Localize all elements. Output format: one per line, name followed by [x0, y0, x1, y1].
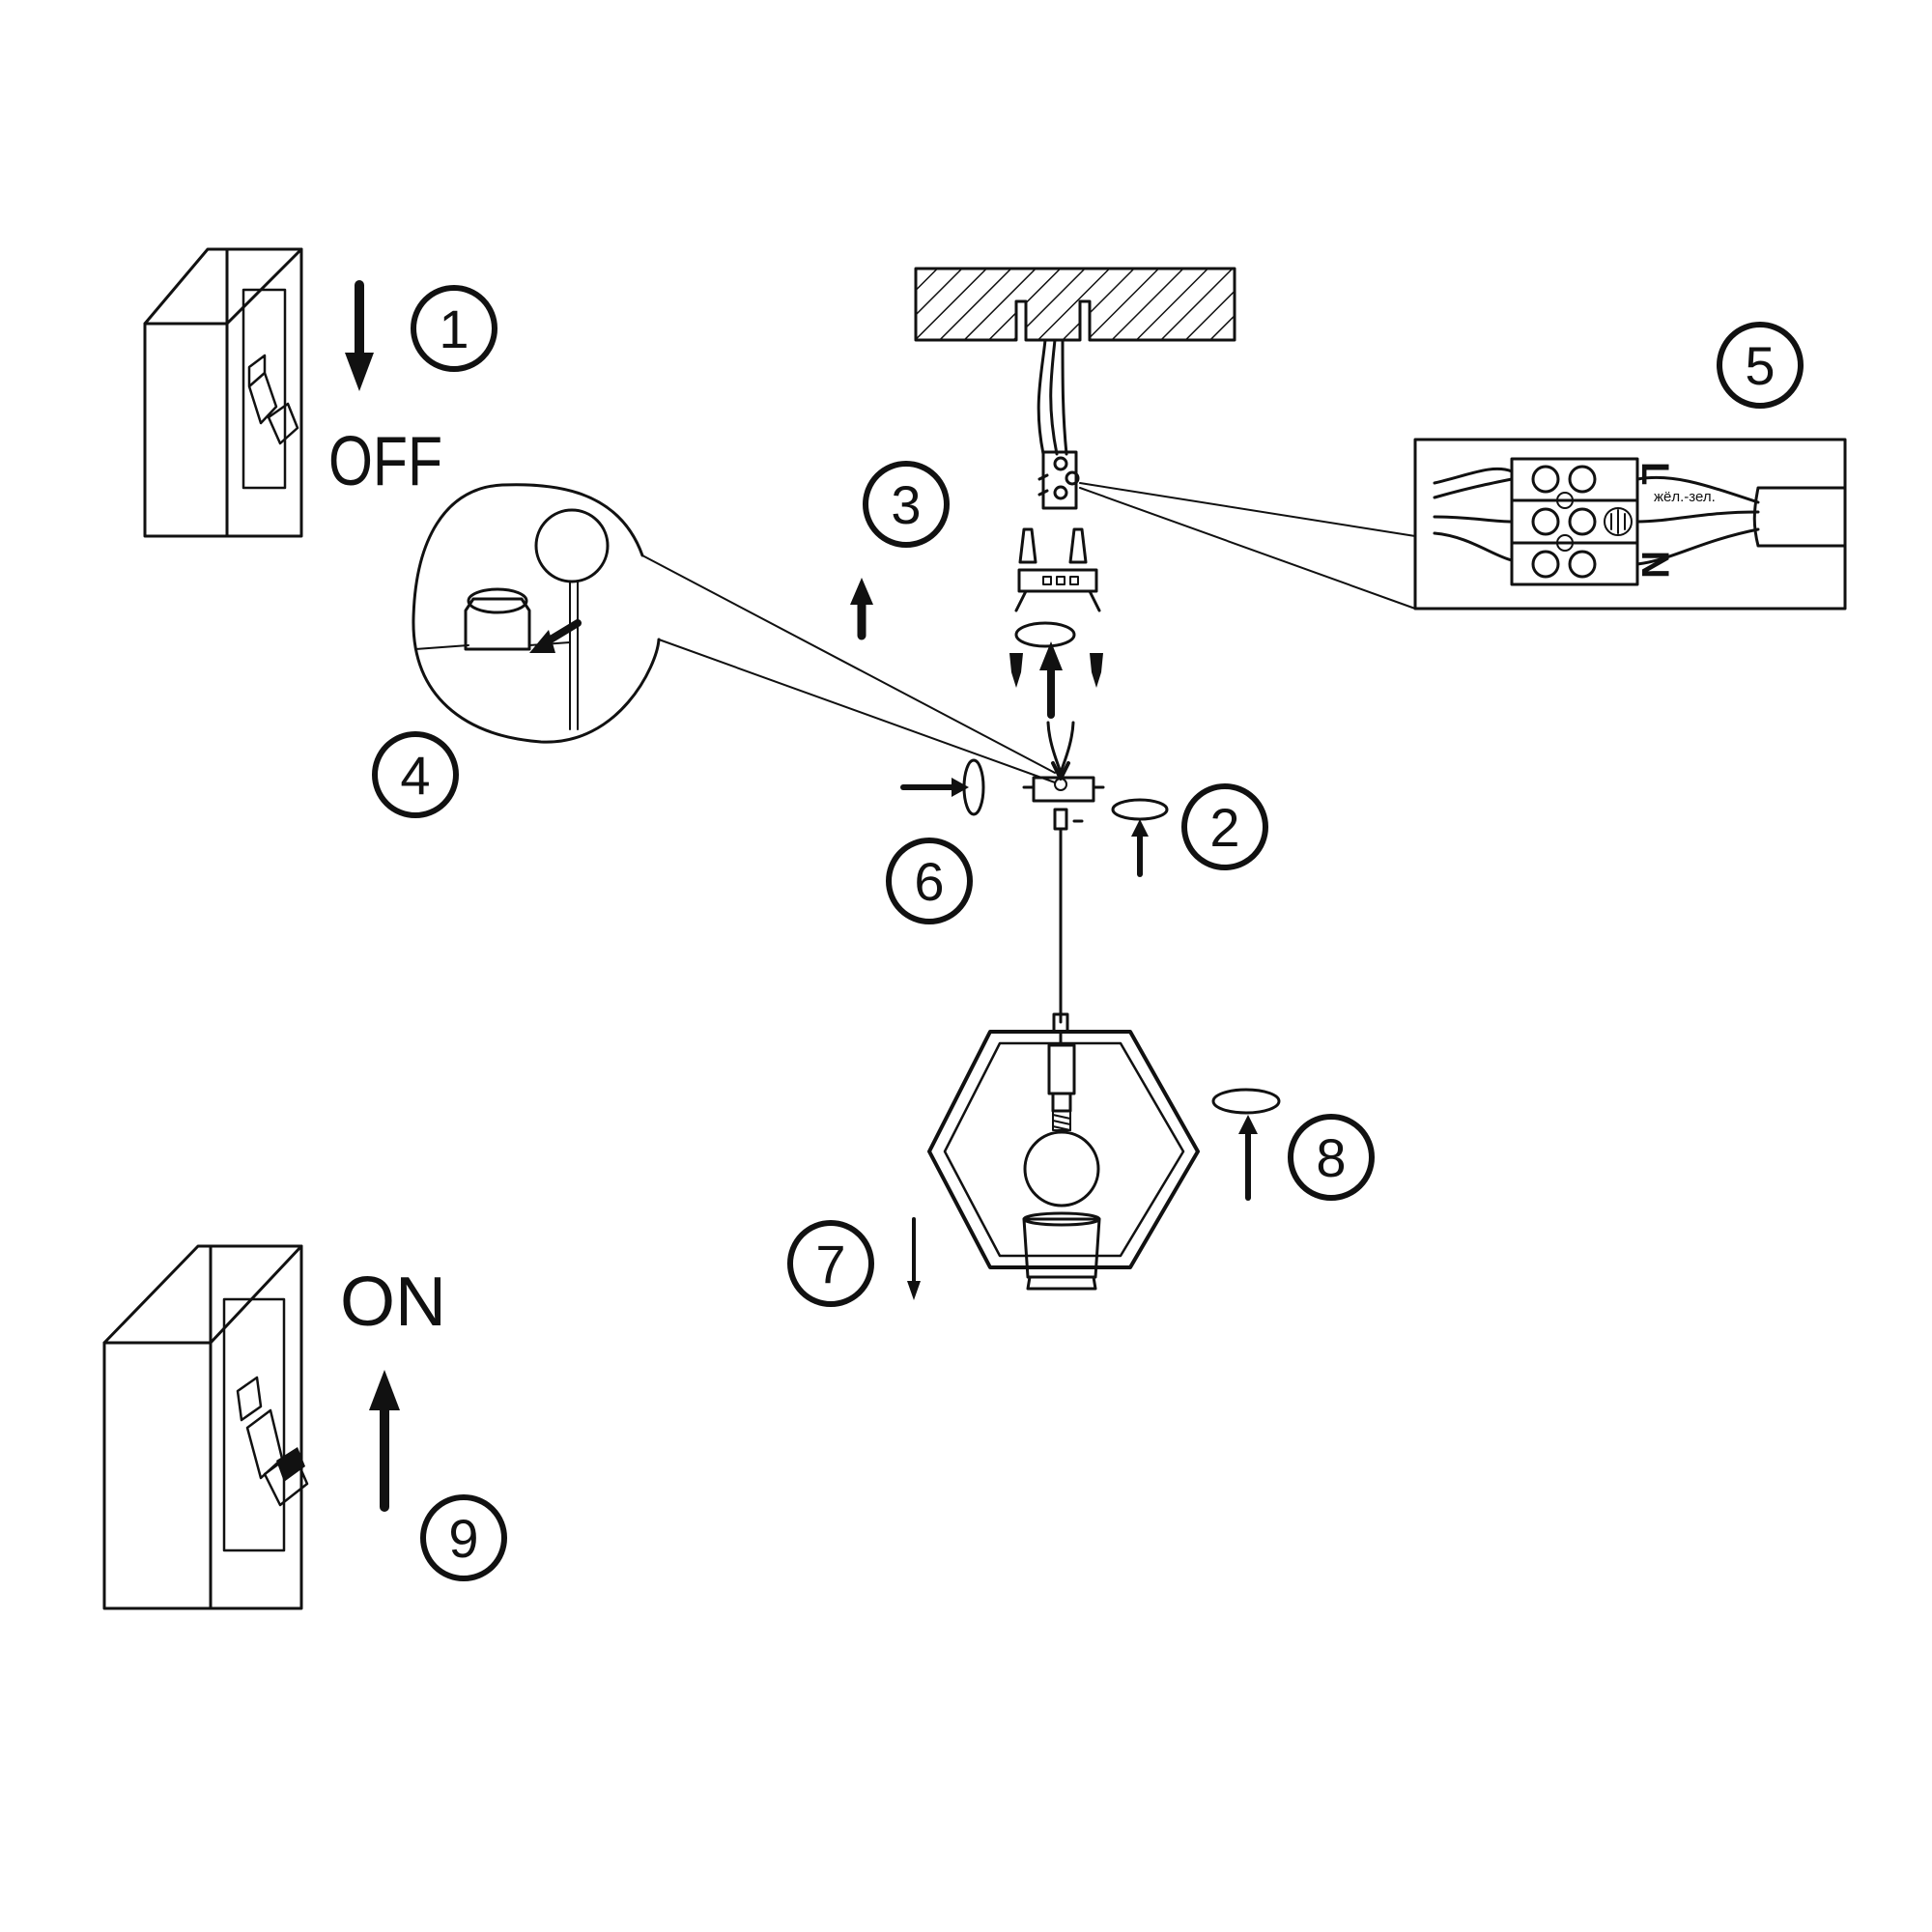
terminal-block-small	[1037, 450, 1080, 510]
step-4-badge	[372, 731, 459, 818]
ceiling	[914, 267, 1236, 342]
arrow-up-icon	[369, 1370, 400, 1512]
step-8-badge	[1288, 1114, 1375, 1201]
arrow-icon	[529, 619, 582, 653]
live-terminal-label: L	[1634, 462, 1676, 485]
earth-wire-label: жёл.-зел.	[1654, 489, 1716, 505]
wall-plugs-icon	[1018, 527, 1088, 564]
step-7-badge	[787, 1220, 874, 1307]
terminal-detail	[1079, 438, 1847, 611]
step-9-badge	[420, 1494, 507, 1581]
step-9-number: 9	[448, 1508, 478, 1569]
step-6-badge	[886, 838, 973, 924]
rotate-icon	[900, 758, 985, 816]
rotate-icon	[1014, 621, 1076, 648]
supply-wires	[1037, 338, 1068, 456]
cord-grip	[1053, 808, 1084, 1024]
arrow-down-icon	[345, 280, 374, 391]
rotate-icon	[1211, 1088, 1281, 1201]
step-3-badge	[863, 461, 950, 548]
step-2-number: 2	[1209, 797, 1239, 858]
detail-callout	[412, 483, 1056, 783]
rotate-icon	[1111, 798, 1169, 877]
step-1-number: 1	[439, 298, 469, 359]
arrow-up-icon	[1039, 641, 1063, 719]
wall-switch-on	[102, 1244, 309, 1610]
step-1-badge	[411, 285, 497, 372]
step-8-number: 8	[1316, 1127, 1346, 1188]
off-label: OFF	[328, 423, 442, 500]
mounting-bracket	[1014, 568, 1101, 612]
earth-symbol-icon	[1604, 507, 1633, 536]
step-2-badge	[1181, 783, 1268, 870]
arrow-up-icon	[850, 578, 873, 640]
screw-icon	[1009, 653, 1103, 688]
wall-switch-off	[143, 247, 303, 538]
step-3-number: 3	[891, 474, 921, 535]
step-5-badge	[1717, 322, 1804, 409]
step-4-number: 4	[400, 745, 430, 806]
on-label: ON	[340, 1264, 446, 1341]
lamp-frame	[927, 1012, 1200, 1269]
light-bulb-icon	[1023, 1110, 1100, 1208]
step-6-number: 6	[914, 851, 944, 912]
arrow-down-icon	[907, 1217, 921, 1300]
step-7-number: 7	[815, 1234, 845, 1294]
neutral-terminal-label: N	[1634, 551, 1676, 579]
switch-rocker-icon	[236, 1376, 309, 1507]
canopy-holder	[1022, 776, 1105, 803]
lamp-socket	[1047, 1043, 1076, 1113]
step-5-number: 5	[1745, 335, 1775, 396]
switch-rocker-icon	[247, 354, 299, 445]
lamp-cup	[1022, 1211, 1101, 1291]
